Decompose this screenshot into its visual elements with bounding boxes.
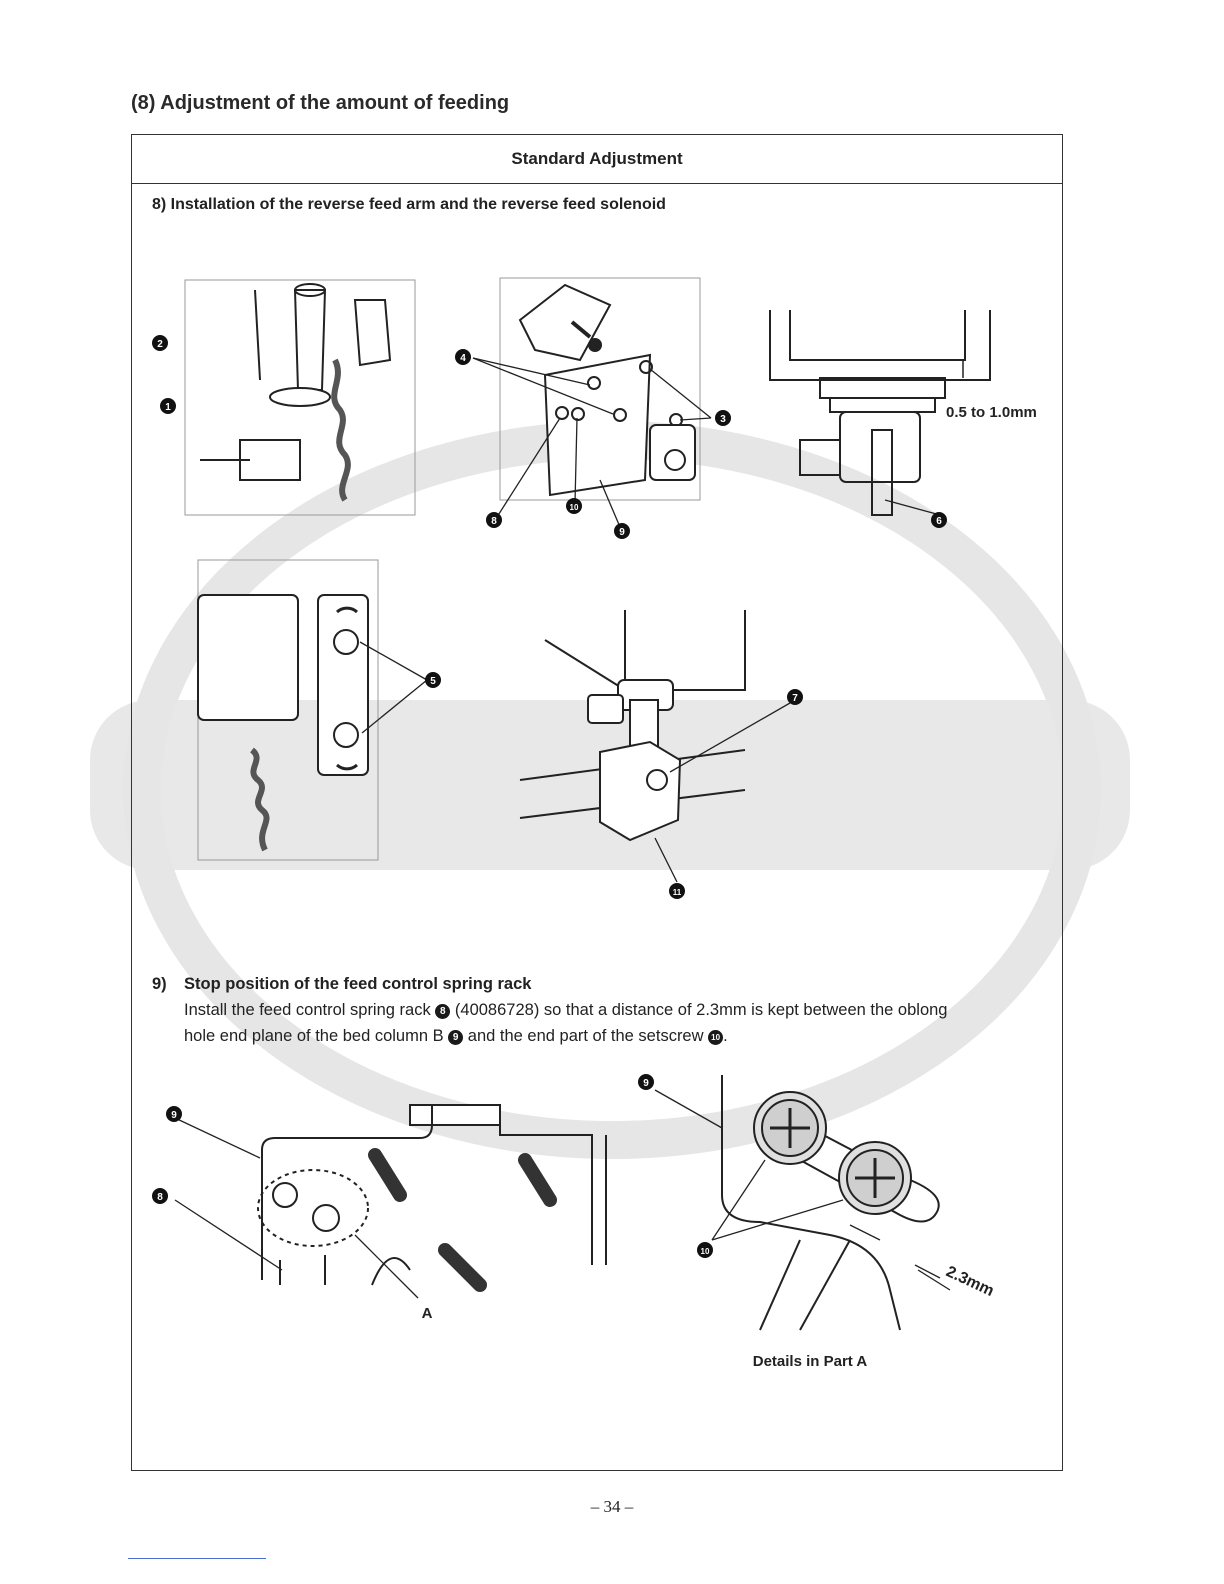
- callout-9c: 9: [643, 1078, 649, 1089]
- callout-11: 11: [673, 888, 682, 897]
- step9-line1-b: (40086728) so that a distance of 2.3mm i…: [454, 1001, 948, 1019]
- callout-8a: 8: [491, 516, 497, 527]
- section-title: (8) Adjustment of the amount of feeding: [131, 92, 510, 114]
- figure-solenoid-bracket: [472, 277, 712, 528]
- callout-1: 1: [165, 402, 171, 413]
- step9-title: Stop position of the feed control spring…: [184, 975, 532, 993]
- callout-9b: 9: [171, 1110, 177, 1121]
- step9-line1-a: Install the feed control spring rack: [184, 1001, 431, 1019]
- step9-line2-c: .: [723, 1027, 728, 1045]
- figure-gap: [769, 310, 991, 516]
- callout-2: 2: [157, 339, 163, 350]
- step9-line2-b: and the end part of the setscrew: [467, 1027, 704, 1045]
- callout-10b: 10: [701, 1247, 710, 1256]
- callout-9a: 9: [619, 527, 625, 538]
- callout-10a: 10: [570, 503, 579, 512]
- footer-rule: [128, 1558, 266, 1559]
- callout-4a: 4: [460, 353, 466, 364]
- figure-spring-solenoid: [184, 279, 416, 516]
- callout-3: 3: [720, 414, 726, 425]
- figure-spring-rack: [174, 1104, 607, 1299]
- distance-label: 2.3mm: [943, 1263, 996, 1300]
- callout-7: 7: [792, 693, 798, 704]
- step9-line2-a: hole end plane of the bed column B: [184, 1027, 444, 1045]
- ref-9-marker: 9: [448, 1030, 464, 1045]
- gap-label: 0.5 to 1.0mm: [946, 404, 1037, 421]
- figure-setscrews: [197, 559, 428, 861]
- step9-body: Install the feed control spring rack 8 (…: [184, 997, 1064, 1049]
- page-number: – 34 –: [590, 1497, 634, 1516]
- box-header: Standard Adjustment: [131, 134, 1063, 184]
- callout-5: 5: [430, 676, 436, 687]
- details-caption: Details in Part A: [753, 1353, 868, 1370]
- callout-6: 6: [936, 516, 942, 527]
- step9-number: 9): [152, 975, 167, 993]
- part-a-label: A: [422, 1305, 433, 1322]
- callout-8b: 8: [157, 1192, 163, 1203]
- step8-heading: 8) Installation of the reverse feed arm …: [152, 196, 666, 213]
- figure-clamp: [519, 610, 791, 883]
- adjustment-box: [131, 134, 1063, 1471]
- ref-10-marker: 10: [708, 1030, 724, 1045]
- figure-details-a: [654, 1075, 951, 1331]
- ref-8-marker: 8: [435, 1004, 451, 1019]
